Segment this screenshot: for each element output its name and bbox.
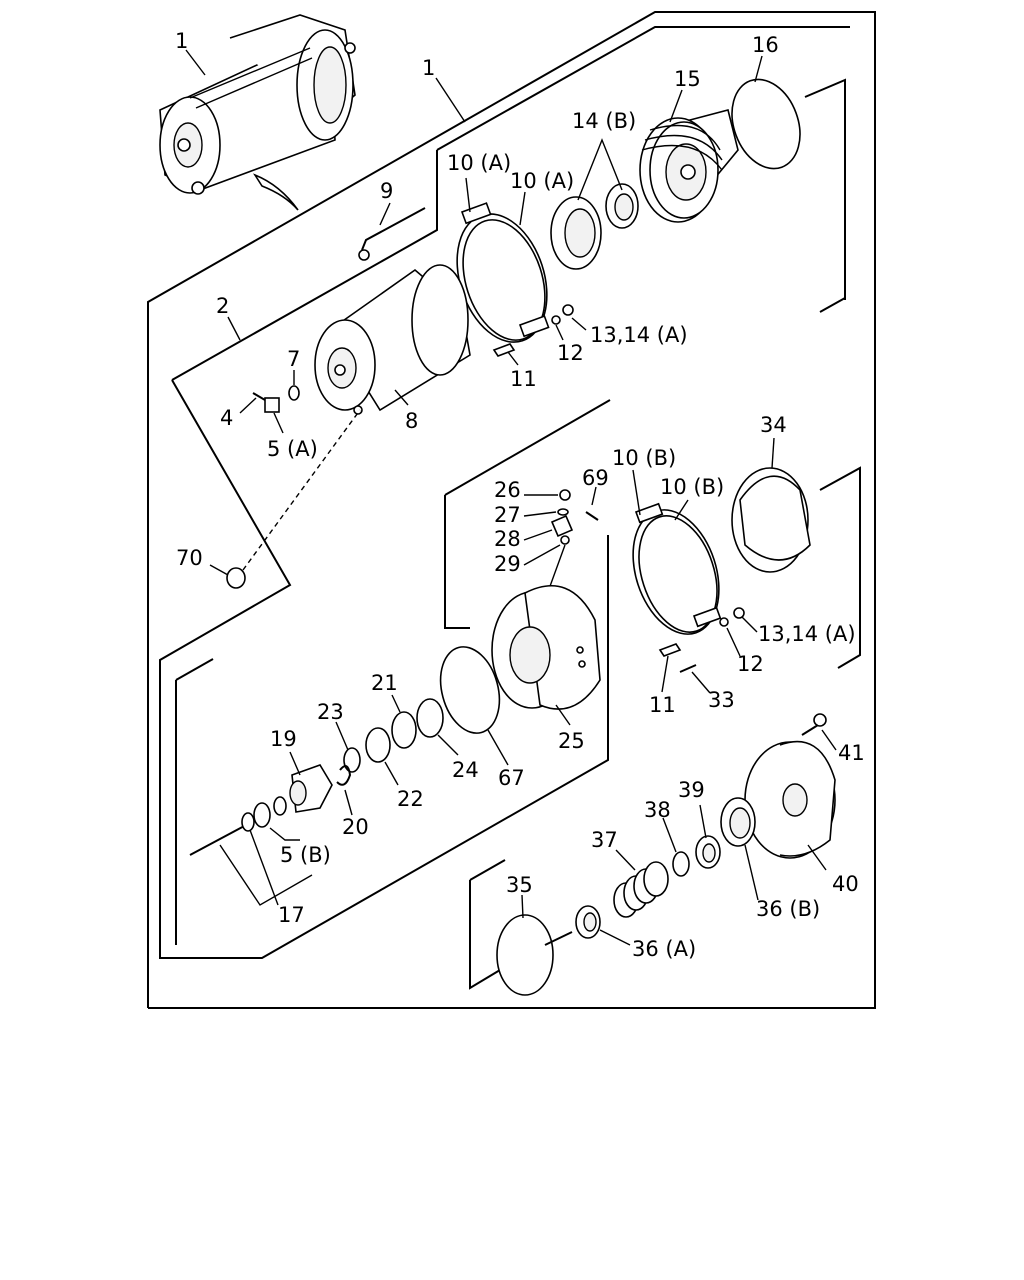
stud-17-icon <box>189 812 255 856</box>
hardware-upper-icon <box>492 304 574 357</box>
ring-23-icon <box>343 747 361 773</box>
callout-20: 20 <box>342 815 369 839</box>
valve-19-icon <box>289 764 333 813</box>
callout-5b: 5 (B) <box>280 843 331 867</box>
seal-36a-icon <box>575 905 601 939</box>
callout-14b: 14 (B) <box>572 109 636 133</box>
ring-22-icon <box>365 727 391 763</box>
callout-69: 69 <box>582 466 609 490</box>
callout-37: 37 <box>591 828 618 852</box>
callout-4: 4 <box>220 406 233 430</box>
o-ring-7-icon <box>288 385 300 401</box>
pulley-15-icon <box>639 109 739 223</box>
o-ring-16-icon <box>731 78 801 170</box>
callout-23: 23 <box>317 700 344 724</box>
callout-21: 21 <box>371 671 398 695</box>
compressor-assembly-icon <box>159 14 356 211</box>
nut-39-icon <box>695 835 721 869</box>
callout-8: 8 <box>405 409 418 433</box>
callout-26: 26 <box>494 478 521 502</box>
outer-frame <box>147 11 876 1009</box>
callout-2: 2 <box>216 294 229 318</box>
bolt-41-icon <box>801 713 827 736</box>
fastener-26-29-icon <box>544 489 599 601</box>
o-ring-67-icon <box>439 646 501 734</box>
callout-33: 33 <box>708 688 735 712</box>
leader-lines <box>185 49 837 946</box>
nut-5a-icon <box>264 397 280 413</box>
callout-10a-left: 10 (A) <box>447 151 511 175</box>
callout-11-upper: 11 <box>510 367 537 391</box>
nut-5b-icon <box>253 796 287 828</box>
callout-38: 38 <box>644 798 671 822</box>
pin-9-icon <box>358 207 426 261</box>
group-brackets <box>159 26 861 990</box>
callout-10b-left: 10 (B) <box>612 446 676 470</box>
callout-11-lower: 11 <box>649 693 676 717</box>
callout-36b: 36 (B) <box>756 897 820 921</box>
callout-28: 28 <box>494 527 521 551</box>
callout-10b-right: 10 (B) <box>660 475 724 499</box>
cover-34-icon <box>731 467 811 573</box>
ring-21-icon <box>391 711 417 749</box>
callout-22: 22 <box>397 787 424 811</box>
callout-41: 41 <box>838 741 865 765</box>
callout-17: 17 <box>278 903 305 927</box>
callout-12-upper: 12 <box>557 341 584 365</box>
compressor-body-8-icon <box>314 264 471 415</box>
callout-13-14a-lower: 13,14 (A) <box>758 622 856 646</box>
plug-70-icon <box>226 409 361 589</box>
callout-9: 9 <box>380 179 393 203</box>
callout-16: 16 <box>752 33 779 57</box>
housing-25-icon <box>491 584 601 710</box>
bearing-14b-icon <box>550 183 639 270</box>
callout-7: 7 <box>287 347 300 371</box>
callout-labels: 1 1 16 15 14 (B) 10 (A) 10 (A) 9 2 7 4 5… <box>175 29 865 961</box>
callout-36a: 36 (A) <box>632 937 696 961</box>
callout-35: 35 <box>506 873 533 897</box>
spring-37-icon <box>613 861 669 918</box>
callout-24: 24 <box>452 758 479 782</box>
callout-12-lower: 12 <box>737 652 764 676</box>
callout-70: 70 <box>176 546 203 570</box>
seal-36b-icon <box>720 797 756 847</box>
snap-ring-20-icon <box>336 765 352 786</box>
callout-10a-right: 10 (A) <box>510 169 574 193</box>
callout-5a: 5 (A) <box>267 437 318 461</box>
callout-25: 25 <box>558 729 585 753</box>
bolt-4-icon <box>252 392 266 401</box>
plate-35-icon <box>496 914 573 996</box>
housing-40-icon <box>744 740 836 859</box>
callout-19: 19 <box>270 727 297 751</box>
callout-1-left: 1 <box>175 29 188 53</box>
washer-38-icon <box>672 851 690 877</box>
hardware-middle-icon <box>658 607 745 673</box>
callout-13-14a-upper: 13,14 (A) <box>590 323 688 347</box>
callout-1-frame: 1 <box>422 56 435 80</box>
callout-27: 27 <box>494 503 521 527</box>
callout-40: 40 <box>832 872 859 896</box>
callout-34: 34 <box>760 413 787 437</box>
band-clamp-10b-icon <box>632 502 722 635</box>
ring-24-icon <box>416 698 444 738</box>
callout-67: 67 <box>498 766 525 790</box>
callout-15: 15 <box>674 67 701 91</box>
callout-29: 29 <box>494 552 521 576</box>
callout-39: 39 <box>678 778 705 802</box>
